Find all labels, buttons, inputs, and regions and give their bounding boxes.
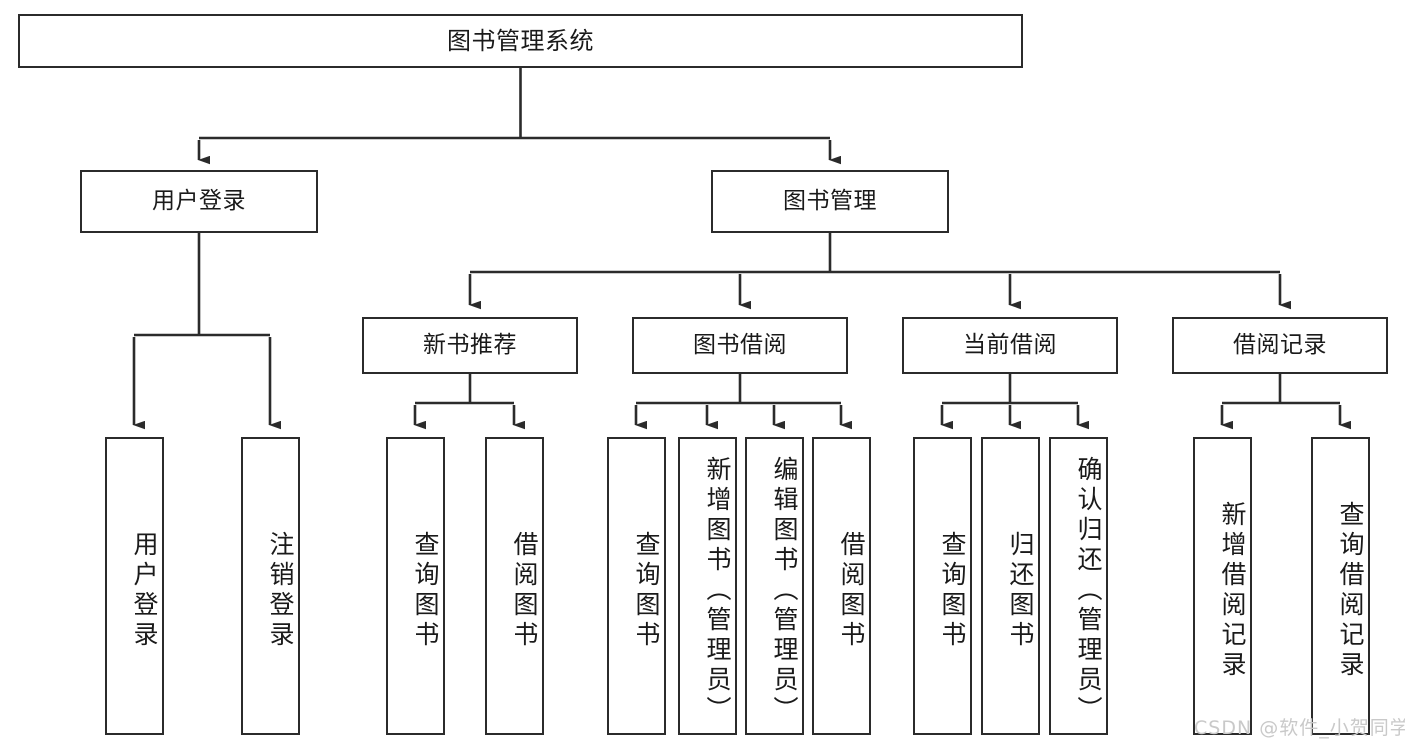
- csdn-watermark: CSDN @软件_小贺同学: [1194, 717, 1405, 739]
- node-book-borrow[interactable]: 图书借阅: [632, 317, 848, 374]
- leaf-query-borrow-record[interactable]: 查询借阅记录: [1311, 437, 1370, 735]
- leaf-label: 编辑图书（管理员）: [770, 456, 799, 726]
- leaf-label: 新增图书（管理员）: [703, 456, 732, 726]
- leaf-label: 注销登录: [266, 531, 295, 651]
- leaf-label: 用户登录: [130, 531, 159, 651]
- node-borrow-record[interactable]: 借阅记录: [1172, 317, 1388, 374]
- node-current-borrow[interactable]: 当前借阅: [902, 317, 1118, 374]
- node-new-book-recommend[interactable]: 新书推荐: [362, 317, 578, 374]
- leaf-return-book[interactable]: 归还图书: [981, 437, 1040, 735]
- leaf-label: 借阅图书: [837, 531, 866, 651]
- leaf-confirm-return-admin[interactable]: 确认归还（管理员）: [1049, 437, 1108, 735]
- leaf-borrow-book-rec[interactable]: 借阅图书: [485, 437, 544, 735]
- leaf-query-book-rec[interactable]: 查询图书: [386, 437, 445, 735]
- node-user-login[interactable]: 用户登录: [80, 170, 318, 233]
- leaf-user-login[interactable]: 用户登录: [105, 437, 164, 735]
- leaf-label: 查询图书: [632, 531, 661, 651]
- node-book-management[interactable]: 图书管理: [711, 170, 949, 233]
- leaf-edit-book-admin[interactable]: 编辑图书（管理员）: [745, 437, 804, 735]
- leaf-borrow-book[interactable]: 借阅图书: [812, 437, 871, 735]
- leaf-label: 查询借阅记录: [1336, 501, 1365, 681]
- leaf-label: 查询图书: [938, 531, 967, 651]
- leaf-label: 确认归还（管理员）: [1074, 456, 1103, 726]
- leaf-label: 归还图书: [1006, 531, 1035, 651]
- leaf-add-book-admin[interactable]: 新增图书（管理员）: [678, 437, 737, 735]
- node-root[interactable]: 图书管理系统: [18, 14, 1023, 68]
- leaf-label: 查询图书: [411, 531, 440, 651]
- leaf-query-book-borrow[interactable]: 查询图书: [607, 437, 666, 735]
- leaf-label: 借阅图书: [510, 531, 539, 651]
- leaf-logout[interactable]: 注销登录: [241, 437, 300, 735]
- leaf-label: 新增借阅记录: [1218, 501, 1247, 681]
- leaf-add-borrow-record[interactable]: 新增借阅记录: [1193, 437, 1252, 735]
- leaf-query-book-current[interactable]: 查询图书: [913, 437, 972, 735]
